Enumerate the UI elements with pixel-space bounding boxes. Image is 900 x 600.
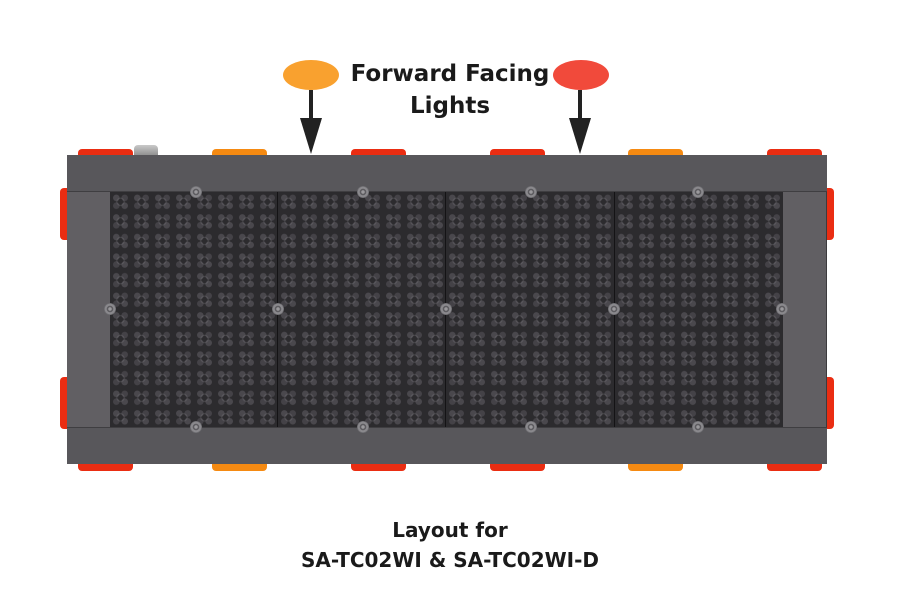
screw-icon (692, 186, 704, 198)
amber-light-legend-icon (283, 60, 339, 90)
bottom-light-red-1 (78, 464, 133, 471)
screw-icon (608, 303, 620, 315)
power-knob-icon (134, 145, 158, 156)
screw-icon (692, 421, 704, 433)
led-panel-3 (446, 192, 615, 427)
frame-top-bar (67, 155, 827, 192)
frame-right-side (783, 192, 826, 427)
screw-icon (104, 303, 116, 315)
top-light-amber-2 (628, 149, 683, 156)
top-light-red-3 (490, 149, 545, 156)
screw-icon (525, 421, 537, 433)
led-panel-4 (615, 192, 783, 427)
right-light-red-1 (827, 188, 834, 240)
left-light-red-2 (60, 377, 67, 429)
caption-line-2: SA-TC02WI & SA-TC02WI-D (300, 548, 600, 572)
screw-icon (440, 303, 452, 315)
frame-left-side (67, 192, 110, 427)
bottom-light-amber-2 (628, 464, 683, 471)
screw-icon (190, 421, 202, 433)
screw-icon (525, 186, 537, 198)
title-line-2: Lights (409, 93, 491, 119)
screw-icon (357, 186, 369, 198)
screw-icon (776, 303, 788, 315)
screw-icon (357, 421, 369, 433)
top-light-red-2 (351, 149, 406, 156)
diagram-caption: Layout for SA-TC02WI & SA-TC02WI-D (250, 515, 650, 575)
top-light-red-4 (767, 149, 822, 156)
left-light-red-1 (60, 188, 67, 240)
title-line-1: Forward Facing (350, 61, 550, 87)
bottom-light-red-2 (351, 464, 406, 471)
bottom-light-red-3 (490, 464, 545, 471)
bottom-light-amber-1 (212, 464, 267, 471)
top-light-amber-1 (212, 149, 267, 156)
caption-line-1: Layout for (392, 518, 508, 542)
bottom-light-red-4 (767, 464, 822, 471)
led-panel-2 (278, 192, 446, 427)
screw-icon (190, 186, 202, 198)
top-light-red-1 (78, 149, 133, 156)
frame-bottom-bar (67, 427, 827, 464)
screw-icon (272, 303, 284, 315)
right-light-red-2 (827, 377, 834, 429)
led-panel-1 (110, 192, 278, 427)
diagram-title: Forward Facing Lights (330, 58, 570, 122)
red-light-legend-icon (553, 60, 609, 90)
